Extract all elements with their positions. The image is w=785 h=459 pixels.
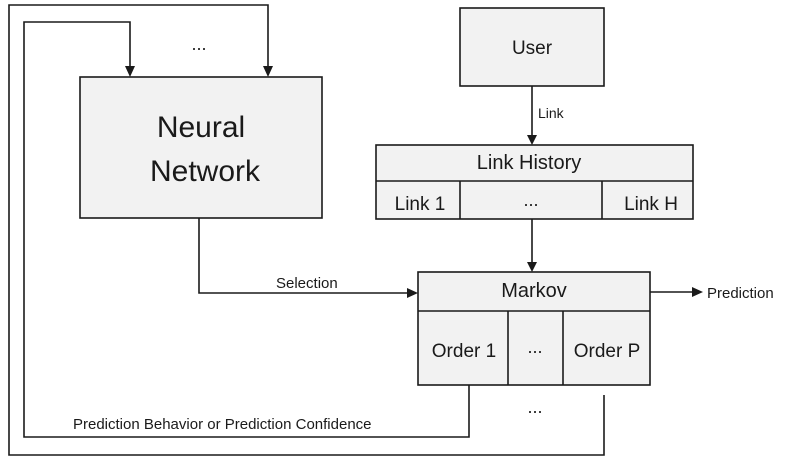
selection-edge	[198, 218, 409, 294]
neural-network-label-line2: Network	[150, 155, 261, 188]
link-history-cell-last: Link H	[624, 194, 678, 215]
history-to-markov-arrowhead	[527, 262, 537, 272]
user-label: User	[512, 38, 553, 59]
feedback-loop-outer	[8, 4, 605, 456]
link-history-box	[375, 144, 694, 220]
markov-outputs-ellipsis: ...	[527, 397, 542, 417]
selection-edge-label: Selection	[276, 275, 338, 292]
link-history-cell-first: Link 1	[395, 194, 446, 215]
prediction-edge-arrowhead	[692, 287, 703, 297]
link-edge-label: Link	[538, 105, 565, 121]
prediction-edge-label: Prediction	[707, 285, 774, 302]
neural-network-label-line1: Neural	[157, 111, 245, 144]
link-history-cell-ellipsis: ...	[523, 190, 538, 210]
markov-cell-ellipsis: ...	[527, 337, 542, 357]
nn-inputs-ellipsis: ...	[191, 34, 206, 54]
markov-cell-first: Order 1	[432, 341, 496, 362]
link-history-title: Link History	[477, 152, 581, 174]
user-box	[459, 7, 605, 87]
feedback-loop-inner	[23, 21, 470, 438]
arrowhead-into-nn-right	[263, 66, 273, 77]
markov-cell-last: Order P	[574, 341, 641, 362]
neural-network-box	[79, 76, 323, 219]
selection-edge-arrowhead	[407, 288, 418, 298]
markov-title: Markov	[501, 280, 567, 302]
arrowhead-into-nn-left	[125, 66, 135, 77]
link-edge-arrowhead	[527, 135, 537, 145]
markov-box	[417, 271, 651, 386]
feedback-edge-label: Prediction Behavior or Prediction Confid…	[73, 416, 372, 433]
